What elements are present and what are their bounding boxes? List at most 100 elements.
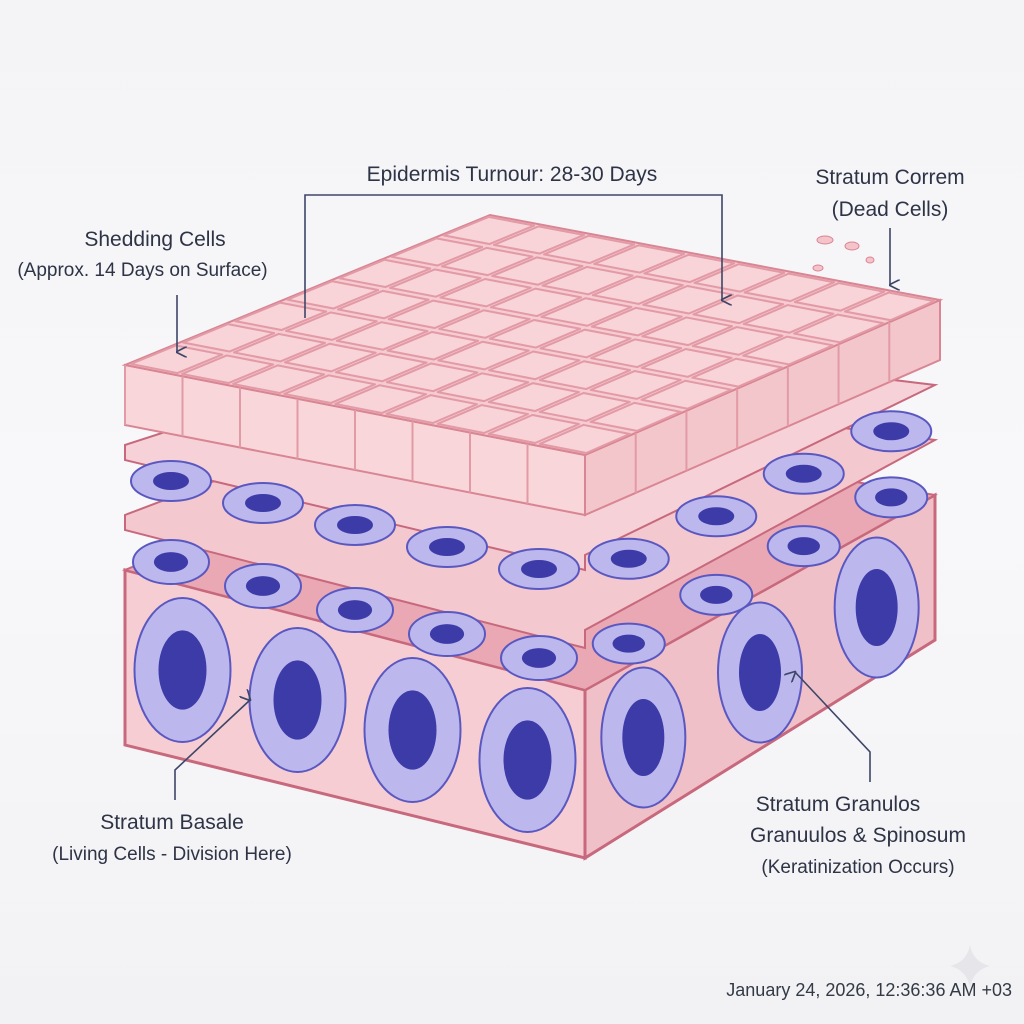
cell: [766, 525, 841, 568]
cell: [762, 452, 845, 495]
shedding-subtitle: (Approx. 14 Days on Surface): [17, 260, 268, 281]
corneocyte: [492, 225, 586, 255]
nucleus: [245, 494, 281, 512]
corneocyte: [742, 335, 834, 366]
nucleus: [521, 648, 557, 668]
cell: [850, 410, 933, 453]
corneocyte: [390, 237, 484, 267]
corneocyte: [442, 215, 536, 246]
corneocyte: [540, 297, 633, 327]
corneocyte: [129, 344, 224, 375]
leader-lines: [174, 194, 890, 800]
corneocyte: [488, 318, 582, 349]
corneocyte: [538, 392, 631, 422]
basale-title: Stratum Basale: [100, 811, 244, 834]
turnover-label: Epidermis Turnour: 28-30 Days: [366, 163, 658, 186]
corneocyte: [439, 278, 532, 308]
cell: [222, 482, 304, 524]
nucleus: [429, 538, 465, 556]
cell: [500, 635, 578, 681]
nucleus: [610, 549, 647, 568]
cell: [132, 539, 210, 585]
corneocyte: [437, 340, 530, 371]
cell: [498, 548, 580, 590]
nucleus: [873, 422, 910, 441]
cell: [133, 597, 232, 743]
turnover-bracket: [304, 194, 722, 318]
corneocyte: [182, 323, 276, 353]
nucleus: [153, 472, 189, 490]
corneocyte: [385, 394, 478, 425]
corneocyte: [589, 401, 682, 432]
timestamp: January 24, 2026, 12:36:36 AM +03: [726, 980, 1012, 1000]
granulosum-title: Stratum Granulos: [755, 793, 921, 816]
basale-subtitle: (Living Cells - Division Here): [52, 844, 292, 865]
corneum-subtitle: (Dead Cells): [831, 198, 949, 221]
cell: [675, 495, 758, 538]
corneocyte: [691, 326, 784, 356]
corneocyte: [642, 285, 734, 315]
nucleus: [739, 634, 781, 711]
nucleus: [337, 600, 373, 620]
corneocyte: [538, 360, 632, 391]
nucleus: [700, 585, 733, 604]
corneocyte: [283, 342, 377, 373]
corneocyte: [640, 379, 733, 410]
nucleus: [503, 720, 552, 800]
nucleus: [158, 630, 207, 710]
corneum-title: Stratum Correm: [815, 166, 965, 189]
corneocyte: [181, 354, 275, 385]
corneocyte: [385, 362, 479, 393]
corneocyte: [234, 301, 328, 332]
corneocyte: [388, 268, 482, 298]
nucleus: [245, 576, 281, 596]
cell: [130, 460, 212, 502]
corneocyte: [286, 280, 380, 310]
corneocyte: [334, 352, 428, 383]
corneocyte: [336, 289, 430, 320]
corneocyte: [692, 294, 785, 325]
sparkle-icon: [950, 945, 990, 988]
nucleus: [622, 699, 665, 776]
corneocyte: [539, 328, 632, 359]
corneocyte: [285, 311, 378, 341]
corneocyte: [793, 313, 885, 344]
corneocyte: [643, 253, 736, 284]
cell: [316, 587, 394, 633]
nucleus: [429, 624, 465, 644]
stratum-corneum-block: [121, 213, 944, 517]
corneocyte: [640, 348, 733, 378]
corneocyte: [334, 384, 428, 415]
nucleus: [612, 634, 645, 653]
nucleus: [273, 660, 322, 740]
cell: [854, 476, 929, 519]
corneocyte: [283, 374, 377, 405]
corneocyte: [593, 244, 686, 274]
shedding-title: Shedding Cells: [84, 228, 226, 251]
cell: [833, 536, 920, 679]
cell: [248, 627, 347, 773]
corneocyte: [233, 332, 326, 363]
cell: [314, 504, 396, 546]
corneocyte: [538, 423, 631, 455]
corneocyte: [440, 246, 534, 277]
corneocyte: [641, 316, 734, 347]
corneocyte: [589, 370, 682, 400]
corneocyte: [843, 291, 936, 322]
corneocyte: [338, 258, 432, 289]
nucleus: [855, 569, 898, 646]
cell: [717, 601, 803, 744]
corneocyte: [591, 275, 684, 305]
cell: [224, 563, 302, 609]
corneocyte: [491, 256, 584, 286]
cell: [478, 687, 577, 833]
nucleus: [521, 560, 557, 578]
corneocyte: [541, 265, 634, 296]
corneocyte: [487, 382, 580, 413]
corneocyte: [487, 414, 580, 445]
corneocyte: [590, 338, 683, 369]
cell: [363, 657, 462, 803]
nucleus: [388, 690, 437, 770]
granulosum-line2: Granuulos & Spinosum: [750, 824, 966, 847]
corneocyte: [691, 357, 784, 388]
